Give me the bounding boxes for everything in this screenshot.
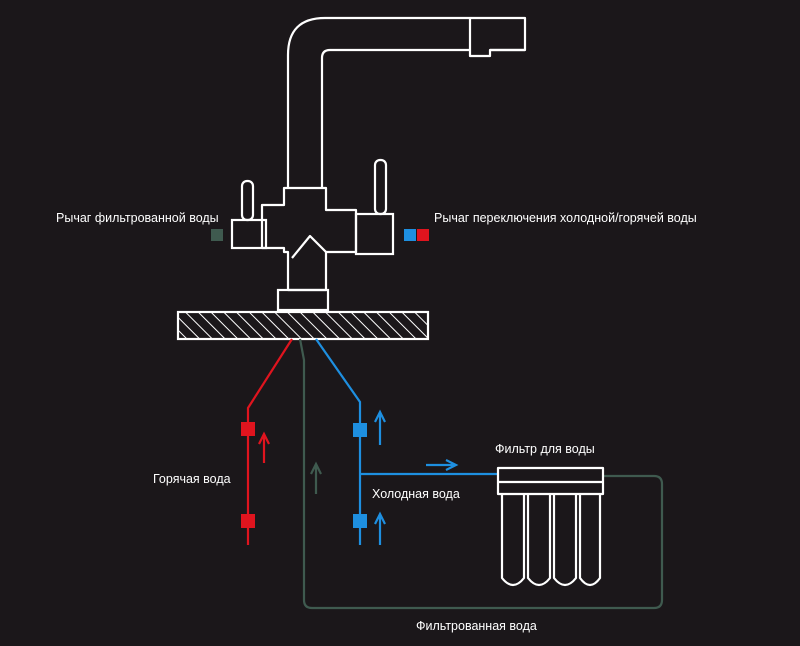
cold-flow-arrow-bottom-icon bbox=[374, 511, 386, 545]
cold-water-pipe bbox=[315, 338, 498, 545]
hot-water-pipe bbox=[246, 338, 293, 545]
mix-lever-label: Рычаг переключения холодной/горячей воды bbox=[434, 211, 697, 225]
mix-lever-swatch-cold-icon bbox=[404, 229, 416, 241]
filtered-lever-swatch-icon bbox=[211, 229, 223, 241]
water-filter-label: Фильтр для воды bbox=[495, 442, 595, 456]
countertop bbox=[176, 310, 430, 341]
water-filter bbox=[496, 466, 605, 587]
hot-valve-top bbox=[241, 422, 255, 436]
filtered-water-arrow-icon bbox=[310, 461, 322, 494]
cold-valve-top bbox=[353, 423, 367, 437]
faucet-body bbox=[260, 186, 358, 292]
faucet-base bbox=[276, 288, 330, 312]
filtered-water-label: Фильтрованная вода bbox=[416, 619, 537, 633]
mix-lever-swatch-hot-icon bbox=[417, 229, 429, 241]
hot-valve-bottom bbox=[241, 514, 255, 528]
hot-flow-arrow-icon bbox=[258, 431, 270, 463]
mix-lever bbox=[354, 212, 395, 256]
cold-flow-arrow-top-icon bbox=[374, 409, 386, 445]
cold-water-label: Холодная вода bbox=[372, 487, 460, 501]
filtered-water-pipe bbox=[298, 338, 664, 610]
hot-water-label: Горячая вода bbox=[153, 472, 231, 486]
faucet-spout bbox=[286, 16, 527, 188]
cold-valve-bottom bbox=[353, 514, 367, 528]
cold-to-filter-arrow-icon bbox=[426, 459, 459, 471]
filtered-lever-label: Рычаг фильтрованной воды bbox=[56, 211, 219, 225]
